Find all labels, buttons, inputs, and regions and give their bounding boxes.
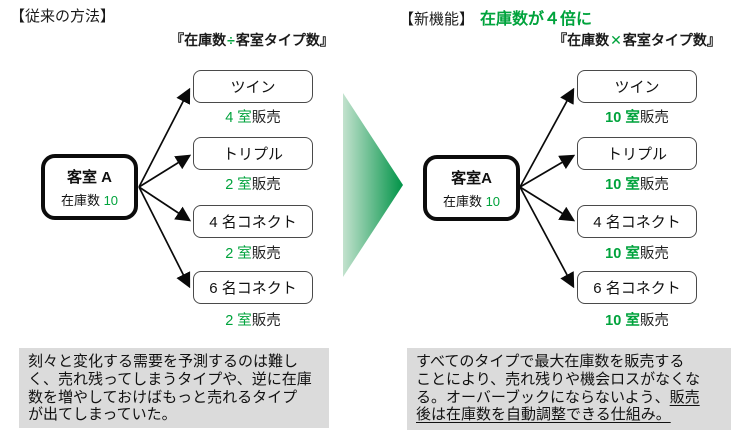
type-label: ツイン <box>230 79 276 96</box>
note-line: 数を増やしておけばもっと売れるタイプ <box>28 388 298 406</box>
note-line: が出てしまっていた。 <box>28 406 177 424</box>
multiply-operator: ✕ <box>610 32 622 48</box>
note-underlined-text: 後は在庫数を自動調整できる仕組み。 <box>416 406 671 424</box>
type-label: ツイン <box>614 79 660 96</box>
type-label: 4 名コネクト <box>593 214 681 231</box>
note-text: ことにより、売れ残りや機会ロスがなくな <box>416 370 701 388</box>
right-panel-title: 【新機能】在庫数が４倍に <box>399 5 592 29</box>
transition-arrow-icon <box>343 93 403 277</box>
sold-label: 販売 <box>251 313 281 329</box>
left-type-connect4: 4 名コネクト <box>193 205 313 238</box>
sold-count: 2 室 <box>225 177 252 193</box>
left-sold-connect6: 2 室販売 <box>193 309 313 330</box>
right-type-connect6: 6 名コネクト <box>577 271 697 304</box>
left-formula-open: 『在庫数 <box>170 32 227 48</box>
left-room-title: 客室 A <box>66 168 112 186</box>
right-stock-label: 在庫数 <box>442 193 482 209</box>
type-label: トリプル <box>606 146 667 163</box>
left-formula: 『在庫数÷客室タイプ数』 <box>162 30 342 50</box>
right-sold-triple: 10 室販売 <box>577 173 697 194</box>
left-panel-title-text: 【従来の方法】 <box>10 8 116 25</box>
sold-label: 販売 <box>639 110 669 126</box>
right-sold-connect6: 10 室販売 <box>577 309 697 330</box>
left-room-box: 客室 A 在庫数 10 <box>41 154 138 220</box>
left-room-stock: 在庫数 10 <box>61 190 118 209</box>
note-text: すべてのタイプで最大在庫数を販売する <box>416 353 685 370</box>
sold-count: 10 室 <box>605 177 640 193</box>
sold-label: 販売 <box>639 313 669 329</box>
right-type-connect4: 4 名コネクト <box>577 205 697 238</box>
divide-operator: ÷ <box>227 32 235 48</box>
right-panel-title-text: 【新機能】 <box>399 11 475 28</box>
note-underlined-text: 販売 <box>669 388 700 406</box>
sold-count: 2 室 <box>225 313 252 329</box>
note-line: ことにより、売れ残りや機会ロスがなくな <box>416 371 722 389</box>
left-sold-connect4: 2 室販売 <box>193 242 313 263</box>
left-panel-title: 【従来の方法】 <box>10 5 115 26</box>
sold-label: 販売 <box>251 177 281 193</box>
left-note: 刻々と変化する需要を予測するのは難し く、売れ残ってしまうタイプや、逆に在庫 数… <box>19 348 329 428</box>
sold-label: 販売 <box>639 246 669 262</box>
note-line: 後は在庫数を自動調整できる仕組み。 <box>416 406 722 424</box>
right-type-twin: ツイン <box>577 70 697 103</box>
right-formula: 『在庫数✕客室タイプ数』 <box>547 30 727 50</box>
left-type-connect6: 6 名コネクト <box>193 271 313 304</box>
right-formula-close: 客室タイプ数』 <box>622 32 721 48</box>
right-note: すべてのタイプで最大在庫数を販売する ことにより、売れ残りや機会ロスがなくな る… <box>407 348 731 430</box>
sold-count: 2 室 <box>225 246 252 262</box>
type-label: 4 名コネクト <box>209 214 297 231</box>
sold-count: 10 室 <box>605 246 640 262</box>
sold-count: 4 室 <box>225 110 252 126</box>
left-stock-label: 在庫数 <box>60 192 100 208</box>
sold-count: 10 室 <box>605 110 640 126</box>
left-sold-triple: 2 室販売 <box>193 173 313 194</box>
right-panel-highlight: 在庫数が４倍に <box>480 11 593 28</box>
sold-count: 10 室 <box>605 313 640 329</box>
right-room-stock: 在庫数 10 <box>443 191 500 210</box>
left-stock-value: 10 <box>103 192 119 208</box>
left-type-twin: ツイン <box>193 70 313 103</box>
right-type-triple: トリプル <box>577 137 697 170</box>
note-line: る。オーバーブックにならないよう、販売 <box>416 389 722 407</box>
right-room-title: 客室A <box>451 169 492 187</box>
sold-label: 販売 <box>251 110 281 126</box>
type-label: トリプル <box>222 146 283 163</box>
right-formula-open: 『在庫数 <box>553 32 610 48</box>
note-line: 刻々と変化する需要を予測するのは難し <box>28 353 299 370</box>
sold-label: 販売 <box>639 177 669 193</box>
left-type-triple: トリプル <box>193 137 313 170</box>
left-sold-twin: 4 室販売 <box>193 106 313 127</box>
right-stock-value: 10 <box>485 193 501 209</box>
type-label: 6 名コネクト <box>209 280 297 297</box>
right-sold-twin: 10 室販売 <box>577 106 697 127</box>
sold-label: 販売 <box>251 246 281 262</box>
note-line: すべてのタイプで最大在庫数を販売する <box>416 353 722 371</box>
right-room-box: 客室A 在庫数 10 <box>423 155 520 221</box>
note-line: く、売れ残ってしまうタイプや、逆に在庫 <box>28 370 312 388</box>
note-text: る。オーバーブックにならないよう、 <box>416 388 670 406</box>
left-formula-close: 客室タイプ数』 <box>235 32 334 48</box>
type-label: 6 名コネクト <box>593 280 681 297</box>
right-sold-connect4: 10 室販売 <box>577 242 697 263</box>
